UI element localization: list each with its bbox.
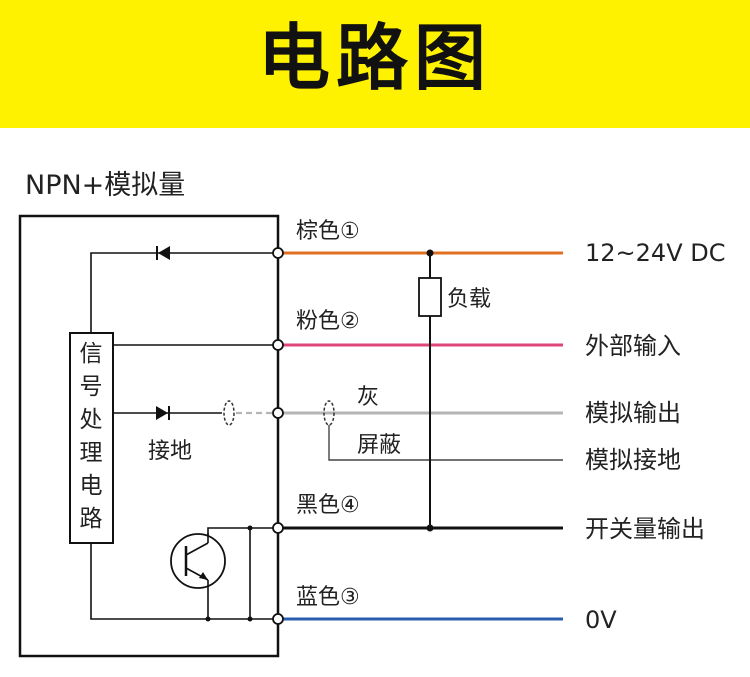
gray-wire-label: 灰 <box>357 385 379 410</box>
load-label: 负载 <box>447 287 491 312</box>
terminal-brown <box>272 247 284 259</box>
load-resistor-icon <box>418 277 442 317</box>
junction-dot <box>205 616 211 622</box>
diagram-subtitle: NPN+模拟量 <box>25 170 185 201</box>
terminal-blue <box>272 613 284 625</box>
block-char: 处 <box>80 407 103 433</box>
shield-ellipse-icon <box>223 400 235 426</box>
block-char: 路 <box>80 506 103 532</box>
junction-dot <box>247 616 253 622</box>
blue-wire-label: 蓝色③ <box>296 585 360 610</box>
block-char: 理 <box>80 440 103 466</box>
switch-output-label: 开关量输出 <box>585 515 705 543</box>
block-char: 号 <box>80 374 103 400</box>
signal-processing-block <box>69 332 114 544</box>
terminal-pink <box>272 339 284 351</box>
diode-icon <box>156 246 170 260</box>
analog-ground-label: 模拟接地 <box>585 446 681 474</box>
sensor-enclosure <box>18 214 280 658</box>
analog-output-label: 模拟输出 <box>585 399 681 427</box>
block-char: 信 <box>80 341 103 367</box>
title-banner: 电路图 <box>0 0 750 128</box>
terminal-black <box>272 522 284 534</box>
brown-wire-label: 棕色① <box>296 219 360 244</box>
circuit-diagram: NPN+模拟量 信 号 处 理 电 路 接地 <box>18 170 725 658</box>
ground-label: 接地 <box>148 439 192 464</box>
junction-dot <box>426 249 434 257</box>
junction-dot <box>247 525 253 531</box>
internal-wiring <box>90 252 276 620</box>
supply-label: 12~24V DC <box>585 239 725 267</box>
shield-wire <box>328 425 563 461</box>
signal-processing-label: 信 号 处 理 电 路 <box>80 341 103 532</box>
terminal-gray <box>272 407 284 419</box>
black-wire-label: 黑色④ <box>296 493 360 518</box>
output-labels: 12~24V DC 外部输入 模拟输出 模拟接地 开关量输出 0V <box>585 239 725 634</box>
npn-transistor-icon <box>170 533 226 590</box>
shield-ellipse-icon <box>323 400 335 426</box>
page-title: 电路图 <box>257 16 492 100</box>
shield-wire-label: 屏蔽 <box>357 433 401 458</box>
block-char: 电 <box>80 473 103 499</box>
junction-dot <box>426 524 434 532</box>
terminals <box>272 247 284 625</box>
diode-icon <box>156 406 170 420</box>
pink-wire-label: 粉色② <box>296 309 360 334</box>
external-input-label: 外部输入 <box>585 332 681 360</box>
zero-volt-label: 0V <box>585 606 617 634</box>
